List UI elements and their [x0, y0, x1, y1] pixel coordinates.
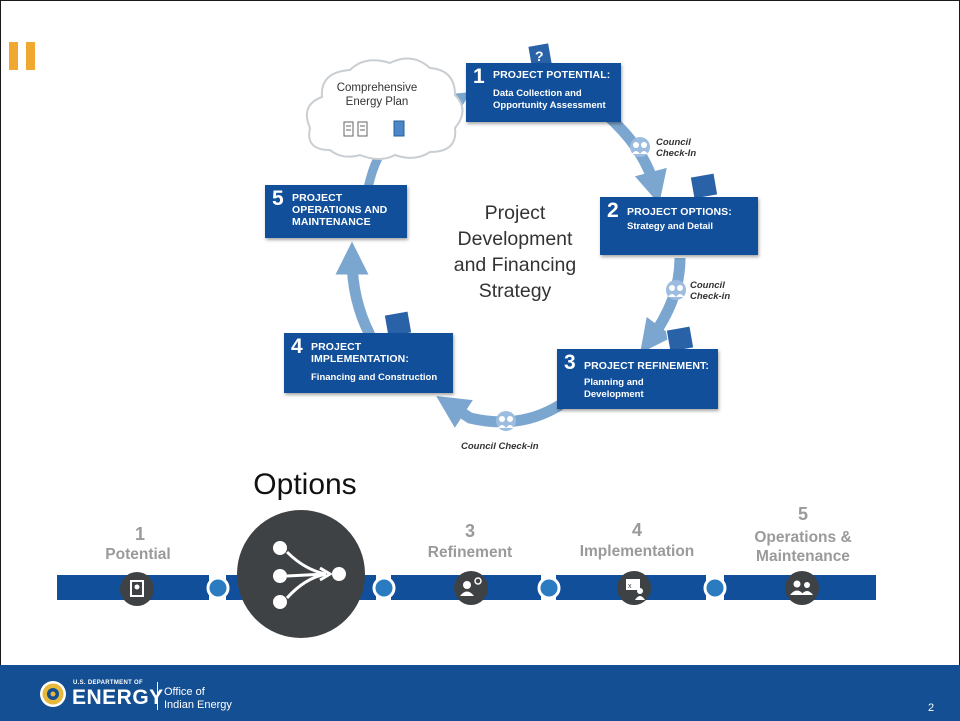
- stage-3-node: [454, 571, 488, 605]
- stage-3-name: Refinement: [427, 544, 513, 561]
- stage-5-name-line-1: Operations &: [754, 529, 852, 546]
- center-title-line-2: Development: [457, 228, 573, 250]
- step-3-sub-line-1: Planning and: [584, 377, 644, 388]
- stage-1-node: [120, 572, 154, 606]
- current-stage-label: Options: [253, 468, 357, 501]
- step-3-sub-line-2: Development: [584, 389, 644, 400]
- checkin-a-line-2: Check-In: [656, 148, 697, 159]
- cloud-title-line-2: Energy Plan: [345, 96, 409, 108]
- step-3-box: 3 PROJECT REFINEMENT: Planning and Devel…: [557, 349, 718, 409]
- step-3-title: PROJECT REFINEMENT:: [584, 360, 709, 372]
- stage-1-number: 1: [134, 524, 145, 544]
- footer-department-line: U.S. DEPARTMENT OF: [73, 680, 143, 686]
- footer-divider: [157, 682, 158, 710]
- checkin-b-line-1: Council: [690, 280, 725, 291]
- stage-4-name: Implementation: [579, 543, 695, 560]
- stage-5-name: Operations & Maintenance: [738, 528, 868, 566]
- stage-5-name-line-2: Maintenance: [756, 548, 850, 565]
- step-4-sub-line-1: Financing and Construction: [311, 372, 438, 383]
- arrow-2-to-3: [640, 257, 686, 354]
- step-5-title-line-3: MAINTENANCE: [292, 216, 371, 228]
- step-4-title-line-2: IMPLEMENTATION:: [311, 353, 409, 365]
- stage-5-node: [785, 571, 819, 605]
- cloud-title-line-1: Comprehensive: [336, 82, 418, 94]
- step-1-title: PROJECT POTENTIAL:: [493, 69, 611, 81]
- options-node: [237, 510, 365, 638]
- step-2-title: PROJECT OPTIONS:: [627, 206, 732, 218]
- step-3-number: 3: [564, 351, 576, 374]
- page-number: 2: [928, 702, 935, 714]
- footer-energy-wordmark: ENERGY: [72, 686, 164, 709]
- council-icon-c: [496, 411, 516, 431]
- stage-3-number: 3: [464, 521, 475, 541]
- accent-bar-left: [9, 42, 18, 70]
- step-1-number: 1: [473, 65, 485, 88]
- footer-office-line-1: Office of: [164, 686, 205, 698]
- step-4-box: 4 PROJECT IMPLEMENTATION: Financing and …: [284, 333, 453, 393]
- accent-bar-right: [26, 42, 35, 70]
- step-5-box: 5 PROJECT OPERATIONS AND MAINTENANCE: [265, 185, 407, 238]
- cycle-center-title: Project Development and Financing Strate…: [440, 200, 590, 304]
- doe-seal-icon: [40, 681, 66, 707]
- checkin-b-line-2: Check-in: [690, 291, 731, 302]
- checkin-a-line-1: Council: [656, 137, 691, 148]
- question-doc-icon: [528, 43, 552, 67]
- step-1-sub-line-1: Data Collection and: [493, 88, 582, 99]
- step-5-title-line-2: OPERATIONS AND: [292, 204, 388, 216]
- svg-text:x: x: [628, 583, 632, 590]
- checkin-label-c: Council Check-in: [461, 441, 539, 452]
- footer-office-line-2: Indian Energy: [164, 699, 232, 711]
- stage-4-node: x: [617, 571, 651, 605]
- council-icon-a: [630, 137, 650, 157]
- step-2-box: 2 PROJECT OPTIONS: Strategy and Detail: [600, 197, 758, 255]
- stage-4-number: 4: [631, 520, 642, 540]
- step-1-sub-line-2: Opportunity Assessment: [493, 100, 606, 111]
- step-4-number: 4: [291, 335, 303, 358]
- step-1-box: 1 PROJECT POTENTIAL: Data Collection and…: [466, 63, 621, 122]
- track-connectors: [206, 576, 727, 600]
- step-2-sub-line-1: Strategy and Detail: [627, 221, 714, 232]
- stage-5-number: 5: [797, 504, 808, 524]
- center-title-line-1: Project: [484, 202, 546, 224]
- checkin-label-a: Council Check-In: [656, 137, 696, 159]
- step-5-number: 5: [272, 187, 284, 210]
- doc-icon-2: [689, 172, 719, 200]
- footer-bar: [0, 665, 960, 721]
- stage-1-name: Potential: [105, 546, 171, 563]
- center-title-line-4: Strategy: [478, 280, 552, 302]
- step-2-number: 2: [607, 199, 619, 222]
- footer-office-label: Office of Indian Energy: [164, 686, 232, 712]
- arrow-4-to-5: [335, 241, 375, 338]
- cloud-title: Comprehensive Energy Plan: [322, 81, 432, 109]
- center-title-line-3: and Financing: [453, 254, 577, 276]
- step-4-title-line-1: PROJECT: [311, 341, 362, 353]
- council-icon-b: [666, 280, 686, 300]
- svg-text:?: ?: [535, 48, 544, 64]
- checkin-label-b: Council Check-in: [690, 280, 730, 302]
- step-5-title-line-1: PROJECT: [292, 192, 343, 204]
